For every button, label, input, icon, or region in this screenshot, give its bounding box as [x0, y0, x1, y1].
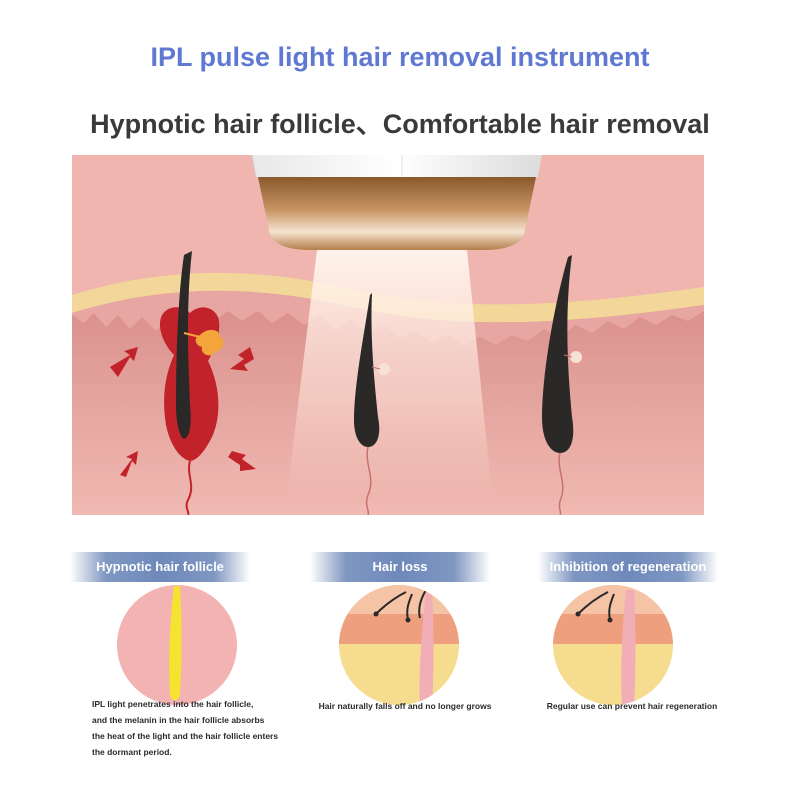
panel-hair-loss: Hair loss: [310, 552, 490, 705]
caption-line: the heat of the light and the hair folli…: [92, 731, 279, 741]
panel-header: Hypnotic hair follicle: [70, 552, 250, 582]
caption-line: Hair naturally falls off and no longer g…: [318, 701, 492, 711]
skin-cross-section-illustration: [72, 155, 704, 515]
treated-hair-follicle: [159, 251, 224, 515]
page-subtitle: Hypnotic hair follicle、Comfortable hair …: [90, 109, 710, 139]
panel-header: Hair loss: [310, 552, 490, 582]
panel-hypnotic-follicle: Hypnotic hair follicle: [70, 552, 250, 705]
page-title: IPL pulse light hair removal instrument: [150, 42, 650, 72]
caption-hypnotic-follicle: IPL light penetrates into the hair folli…: [92, 696, 322, 760]
caption-inhibition-regeneration: Regular use can prevent hair regeneratio…: [522, 698, 742, 714]
regeneration-inhibition-illustration: [553, 585, 673, 705]
follicle-closeup-illustration: [117, 585, 237, 705]
ipl-device-head: [251, 155, 542, 250]
panel-header: Inhibition of regeneration: [538, 552, 718, 582]
heat-arrows: [110, 347, 256, 477]
caption-line: Regular use can prevent hair regeneratio…: [546, 701, 718, 711]
caption-line: and the melanin in the hair follicle abs…: [92, 715, 265, 725]
panel-inhibition-regeneration: Inhibition of regeneration: [538, 552, 718, 705]
light-beam: [287, 250, 492, 495]
right-hair-follicle: [542, 255, 582, 515]
hair-loss-illustration: [339, 585, 459, 705]
middle-hair-follicle: [354, 293, 390, 515]
caption-line: IPL light penetrates into the hair folli…: [92, 699, 254, 709]
caption-hair-loss: Hair naturally falls off and no longer g…: [300, 698, 510, 714]
caption-line: the dormant period.: [92, 747, 172, 757]
